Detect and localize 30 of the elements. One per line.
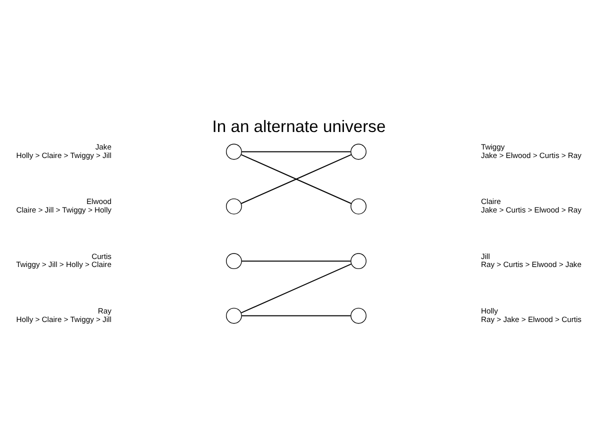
diagram-title: In an alternate universe [212, 116, 386, 136]
connector [242, 315, 351, 316]
node-circle [350, 253, 366, 270]
connector [241, 154, 352, 204]
node-circle [226, 253, 242, 270]
node-circle [350, 144, 366, 160]
node-label: Jake [95, 142, 112, 152]
node-circle [226, 144, 242, 160]
node-label: Elwood [86, 197, 112, 206]
node-circle [226, 308, 242, 324]
node-circle [350, 308, 366, 324]
node-label: Claire > Jill > Twiggy > Holly [16, 206, 112, 215]
node-label: Curtis [92, 252, 112, 261]
node-label: Twiggy > Jill > Holly > Claire [16, 260, 112, 270]
node-label: Holly [481, 306, 498, 316]
node-circle [226, 198, 242, 214]
node-label: Jake > Elwood > Curtis > Ray [481, 150, 582, 160]
node-label: Ray > Jake > Elwood > Curtis [481, 314, 582, 324]
node-label: Claire [481, 197, 501, 206]
node-label: Ray [98, 306, 112, 316]
node-label: Jill [481, 252, 490, 261]
node-circle [350, 198, 366, 214]
connector [242, 151, 351, 152]
connector [242, 260, 351, 262]
node-label: Ray > Curtis > Elwood > Jake [481, 260, 582, 270]
node-label: Holly > Claire > Twiggy > Jill [16, 150, 112, 160]
node-label: Twiggy [481, 142, 505, 152]
connector [241, 264, 352, 314]
node-label: Holly > Claire > Twiggy > Jill [16, 314, 112, 324]
node-label: Jake > Curtis > Elwood > Ray [481, 206, 582, 215]
